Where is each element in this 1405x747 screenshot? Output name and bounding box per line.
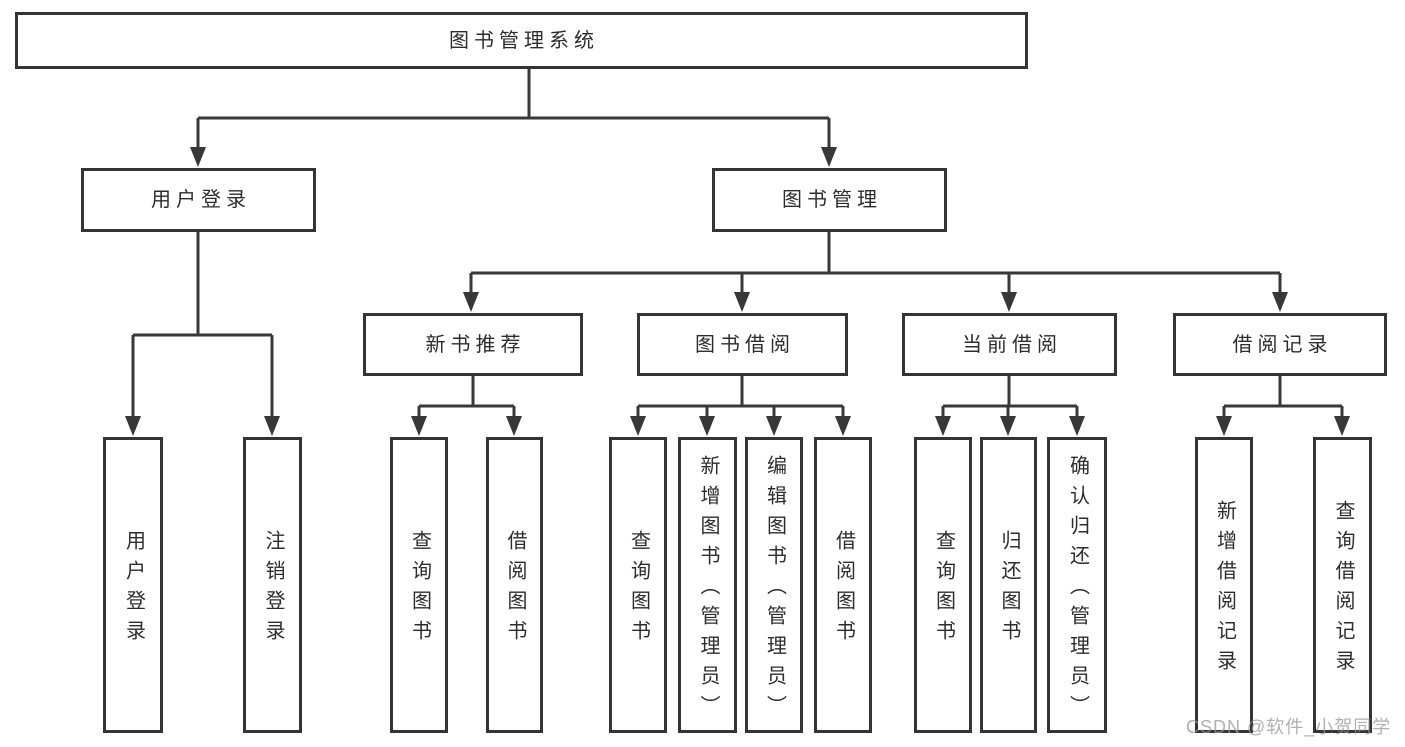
node-user-login-action-label: 用户登录 <box>122 530 145 650</box>
arrowhead <box>699 416 715 436</box>
node-newbook-query-books: 查询图书 <box>390 437 448 733</box>
node-user-login: 用户登录 <box>81 168 316 232</box>
node-user-login-action: 用户登录 <box>103 437 163 733</box>
arrowhead <box>463 292 479 312</box>
arrowhead <box>835 416 851 436</box>
arrowhead <box>264 416 280 436</box>
node-records-add-record-label: 新增借阅记录 <box>1213 500 1236 680</box>
node-new-book-recommend-label: 新书推荐 <box>425 333 526 356</box>
arrowhead <box>1272 292 1288 312</box>
node-borrow-borrow-books: 借阅图书 <box>814 437 872 733</box>
node-current-query-books-label: 查询图书 <box>932 530 955 650</box>
arrowhead <box>734 292 750 312</box>
arrowhead <box>766 416 782 436</box>
node-borrow-query-books: 查询图书 <box>609 437 667 733</box>
node-current-return-books-label: 归还图书 <box>998 530 1020 650</box>
node-user-login-label: 用户登录 <box>151 189 251 211</box>
node-book-management-label: 图书管理 <box>782 189 882 211</box>
arrowhead <box>506 416 522 436</box>
node-borrow-edit-books-admin: 编辑图书（管理员） <box>745 437 803 733</box>
arrowheads <box>125 147 1350 436</box>
node-records-query-record: 查询借阅记录 <box>1313 437 1372 733</box>
arrowhead <box>190 147 206 167</box>
arrowhead <box>821 147 837 167</box>
node-records-query-record-label: 查询借阅记录 <box>1332 500 1354 680</box>
node-logout-action-label: 注销登录 <box>262 530 284 650</box>
node-book-borrowing-label: 图书借阅 <box>695 333 795 356</box>
node-book-management: 图书管理 <box>712 168 947 232</box>
node-borrow-edit-books-admin-label: 编辑图书（管理员） <box>763 455 786 725</box>
node-borrow-add-books-admin-label: 新增图书（管理员） <box>697 455 719 725</box>
arrowhead <box>935 416 951 436</box>
node-newbook-borrow-books-label: 借阅图书 <box>504 530 526 650</box>
arrowhead <box>1001 292 1017 312</box>
arrowhead <box>630 416 646 436</box>
node-borrow-borrow-books-label: 借阅图书 <box>832 530 855 650</box>
arrowhead <box>411 416 427 436</box>
node-current-query-books: 查询图书 <box>914 437 972 733</box>
arrowhead <box>1216 416 1232 436</box>
node-borrow-add-books-admin: 新增图书（管理员） <box>678 437 737 733</box>
node-current-confirm-return-admin: 确认归还（管理员） <box>1047 437 1107 733</box>
node-new-book-recommend: 新书推荐 <box>363 313 583 376</box>
arrowhead <box>1334 416 1350 436</box>
node-borrowing-records: 借阅记录 <box>1173 313 1387 376</box>
arrowhead <box>1000 416 1016 436</box>
node-borrow-query-books-label: 查询图书 <box>627 530 650 650</box>
node-newbook-query-books-label: 查询图书 <box>408 530 431 650</box>
node-library-management-system-label: 图书管理系统 <box>449 29 599 52</box>
node-library-management-system: 图书管理系统 <box>15 12 1028 69</box>
node-book-borrowing: 图书借阅 <box>637 313 848 376</box>
node-records-add-record: 新增借阅记录 <box>1195 437 1253 733</box>
node-newbook-borrow-books: 借阅图书 <box>486 437 543 733</box>
node-current-borrowing-label: 当前借阅 <box>962 333 1062 356</box>
node-borrowing-records-label: 借阅记录 <box>1232 333 1333 356</box>
node-logout-action: 注销登录 <box>243 437 302 733</box>
node-current-borrowing: 当前借阅 <box>902 313 1117 376</box>
node-current-return-books: 归还图书 <box>980 437 1037 733</box>
node-current-confirm-return-admin-label: 确认归还（管理员） <box>1066 455 1089 725</box>
arrowhead <box>1069 416 1085 436</box>
arrowhead <box>125 416 141 436</box>
